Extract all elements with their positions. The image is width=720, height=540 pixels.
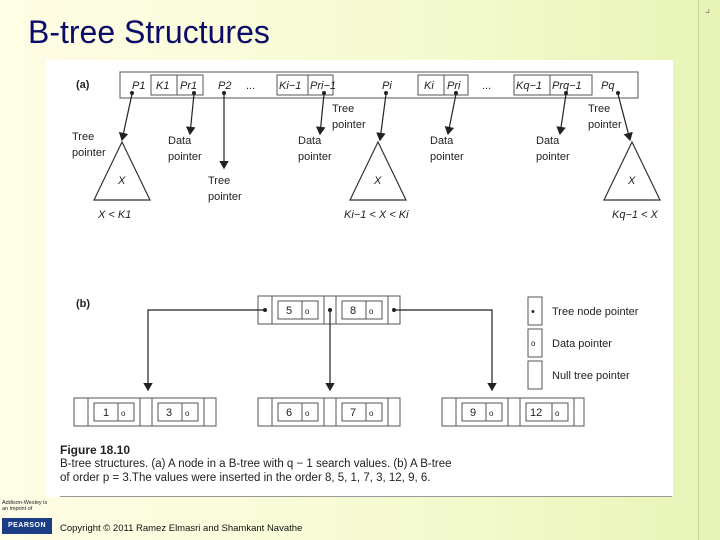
svg-text:Tree: Tree bbox=[588, 103, 610, 115]
field-ellipsis-2: ... bbox=[482, 80, 491, 92]
leaf-3-key-1: 9 bbox=[470, 407, 476, 419]
node-a-key-cells bbox=[150, 74, 593, 96]
legend-data-pointer-symbol: o bbox=[531, 339, 536, 348]
svg-text:Tree: Tree bbox=[72, 131, 94, 143]
svg-text:pointer: pointer bbox=[72, 147, 106, 159]
svg-text:pointer: pointer bbox=[332, 119, 366, 131]
root-data-pointer-8: o bbox=[369, 307, 374, 316]
svg-text:pointer: pointer bbox=[536, 151, 570, 163]
svg-text:pointer: pointer bbox=[430, 151, 464, 163]
leaf-1-key-2: 3 bbox=[166, 407, 172, 419]
node-a-pointer-dots bbox=[130, 91, 620, 95]
root-child-arrows bbox=[143, 309, 497, 392]
subtree-1: X X < K1 bbox=[93, 140, 151, 221]
pearson-logo: PEARSON bbox=[2, 518, 52, 534]
corner-mark-icon: ⌟ bbox=[705, 3, 711, 15]
legend-null-tree-pointer-label: Null tree pointer bbox=[552, 370, 630, 382]
svg-text:Kq−1 < X: Kq−1 < X bbox=[612, 209, 659, 221]
svg-text:pointer: pointer bbox=[298, 151, 332, 163]
figure-caption: Figure 18.10 B-tree structures. (a) A no… bbox=[60, 443, 660, 485]
leaf-3-data-pointer-1: o bbox=[489, 409, 494, 418]
publisher-logo: Addison-Wesley is an imprint of PEARSON bbox=[2, 500, 52, 540]
leaf-1-key-1: 1 bbox=[103, 407, 109, 419]
btree-diagram: (a) P1 K1 Pr1 P2 ... Ki−1 Pri−1 Pi Ki Pr… bbox=[72, 71, 661, 427]
publisher-logo-text: Addison-Wesley is an imprint of bbox=[2, 500, 48, 512]
leaf-3-data-pointer-2: o bbox=[555, 409, 560, 418]
svg-text:pointer: pointer bbox=[168, 151, 202, 163]
leaf-2-data-pointer-1: o bbox=[305, 409, 310, 418]
root-data-pointer-5: o bbox=[305, 307, 310, 316]
leaf-2-data-pointer-2: o bbox=[369, 409, 374, 418]
legend-tree-node-pointer-symbol: • bbox=[531, 306, 535, 318]
annotation-data-pointer-1: Data pointer bbox=[168, 135, 202, 163]
svg-text:Data: Data bbox=[168, 135, 192, 147]
leaf-1-data-pointer-2: o bbox=[185, 409, 190, 418]
legend-data-pointer-label: Data pointer bbox=[552, 338, 612, 350]
legend: • Tree node pointer o Data pointer Null … bbox=[527, 296, 639, 390]
root-key-5: 5 bbox=[286, 305, 292, 317]
field-k1: K1 bbox=[156, 80, 169, 92]
annotation-tree-pointer-2: Tree pointer bbox=[208, 175, 242, 203]
leaf-node-3 bbox=[441, 397, 585, 427]
part-a-label: (a) bbox=[76, 79, 90, 91]
field-pri-1: Pri−1 bbox=[310, 80, 336, 92]
node-a-arrows bbox=[118, 93, 633, 170]
footer-divider bbox=[60, 496, 672, 497]
leaf-3-key-2: 12 bbox=[530, 407, 542, 419]
field-pri: Pri bbox=[447, 80, 461, 92]
field-prq-1: Prq−1 bbox=[552, 80, 582, 92]
svg-text:Data: Data bbox=[430, 135, 454, 147]
annotation-data-pointer-2: Data pointer bbox=[298, 135, 332, 163]
annotation-tree-pointer-3: Tree pointer bbox=[332, 103, 366, 131]
svg-text:X < K1: X < K1 bbox=[97, 209, 131, 221]
root-node bbox=[257, 295, 401, 325]
svg-text:X: X bbox=[627, 175, 636, 187]
leaf-1-data-pointer-1: o bbox=[121, 409, 126, 418]
svg-text:Tree: Tree bbox=[208, 175, 230, 187]
slide-title: B-tree Structures bbox=[28, 14, 270, 50]
annotation-tree-pointer-1: Tree pointer bbox=[72, 131, 106, 159]
field-p1: P1 bbox=[132, 80, 145, 92]
annotation-tree-pointer-4: Tree pointer bbox=[588, 103, 622, 131]
subtree-2: X Ki−1 < X < Ki bbox=[344, 140, 409, 221]
svg-text:pointer: pointer bbox=[588, 119, 622, 131]
root-key-8: 8 bbox=[350, 305, 356, 317]
legend-tree-node-pointer-label: Tree node pointer bbox=[552, 306, 639, 318]
figure-number: Figure 18.10 bbox=[60, 443, 131, 457]
leaf-2-key-1: 6 bbox=[286, 407, 292, 419]
field-pr1: Pr1 bbox=[180, 80, 197, 92]
annotation-data-pointer-3: Data pointer bbox=[430, 135, 464, 163]
svg-text:Data: Data bbox=[298, 135, 322, 147]
leaf-node-2 bbox=[257, 397, 401, 427]
svg-text:Data: Data bbox=[536, 135, 560, 147]
copyright-text: Copyright © 2011 Ramez Elmasri and Shamk… bbox=[60, 523, 303, 534]
caption-line-2: of order p = 3.The values were inserted … bbox=[60, 472, 431, 484]
caption-line-1: B-tree structures. (a) A node in a B-tre… bbox=[60, 458, 452, 470]
slide-edge-line bbox=[698, 0, 699, 540]
field-pi: Pi bbox=[382, 80, 392, 92]
svg-text:X: X bbox=[117, 175, 126, 187]
field-pq: Pq bbox=[601, 80, 615, 92]
svg-text:pointer: pointer bbox=[208, 191, 242, 203]
figure-area: (a) P1 K1 Pr1 P2 ... Ki−1 Pri−1 Pi Ki Pr… bbox=[46, 60, 673, 497]
svg-text:X: X bbox=[373, 175, 382, 187]
subtree-3: X Kq−1 < X bbox=[603, 140, 661, 221]
field-p2: P2 bbox=[218, 80, 231, 92]
svg-text:Ki−1 < X < Ki: Ki−1 < X < Ki bbox=[344, 209, 409, 221]
field-ki: Ki bbox=[424, 80, 434, 92]
field-kq-1: Kq−1 bbox=[516, 80, 542, 92]
leaf-node-1 bbox=[73, 397, 217, 427]
field-ellipsis-1: ... bbox=[246, 80, 255, 92]
svg-text:Tree: Tree bbox=[332, 103, 354, 115]
field-ki-1: Ki−1 bbox=[279, 80, 301, 92]
leaf-2-key-2: 7 bbox=[350, 407, 356, 419]
part-b-label: (b) bbox=[76, 298, 90, 310]
annotation-data-pointer-4: Data pointer bbox=[536, 135, 570, 163]
